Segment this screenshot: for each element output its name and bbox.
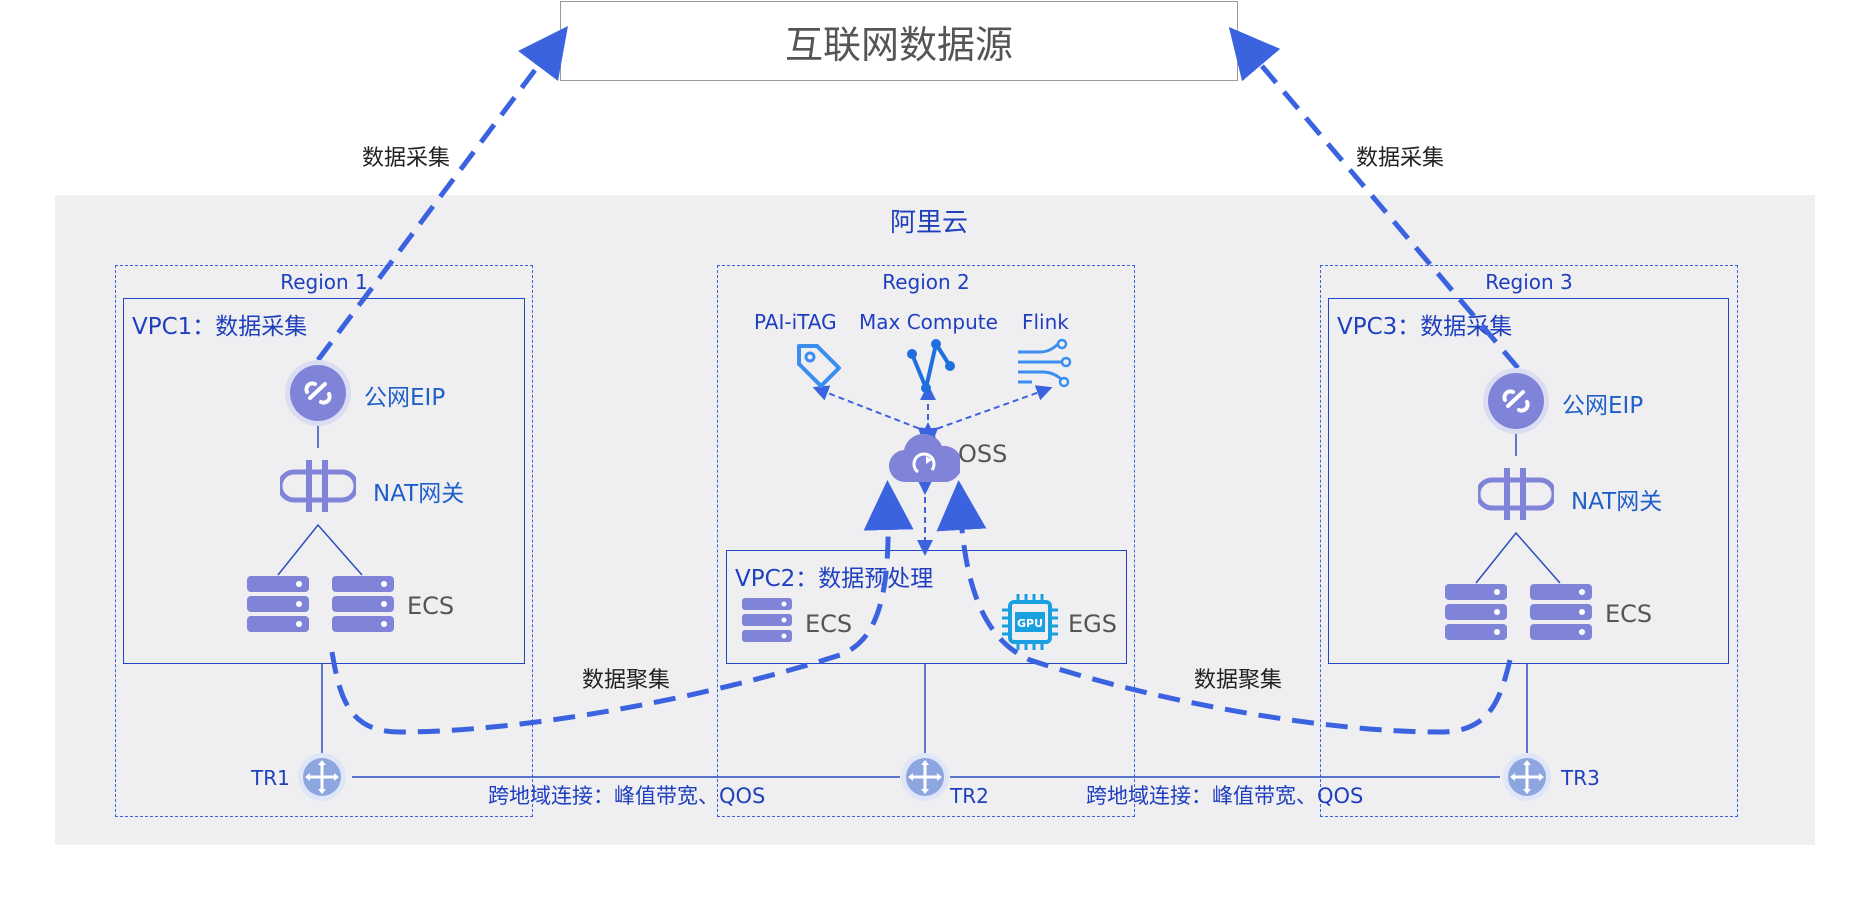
router-icon <box>298 753 346 801</box>
region-1-label: Region 1 <box>280 270 368 294</box>
vpc-1-label: VPC1：数据采集 <box>132 314 308 340</box>
flink-icon <box>1018 338 1072 388</box>
server-icon <box>332 576 394 632</box>
collect-label-left: 数据采集 <box>362 146 451 171</box>
internet-data-source-box: 互联网数据源 <box>560 1 1238 81</box>
ecs-label-3: ECS <box>1605 600 1653 628</box>
region-2-label: Region 2 <box>882 270 970 294</box>
oss-cloud-icon <box>889 433 960 483</box>
service-label-pai: PAI-iTAG <box>754 310 837 334</box>
router-icon <box>901 753 949 801</box>
vpc-2-label: VPC2：数据预处理 <box>735 566 934 592</box>
tr-label-1: TR1 <box>251 766 290 790</box>
service-label-flink: Flink <box>1022 310 1069 334</box>
region-3: Region 3 <box>1320 265 1738 817</box>
egs-label: EGS <box>1068 610 1117 638</box>
gpu-chip-icon: GPU <box>1002 594 1058 650</box>
eip-icon <box>285 360 351 426</box>
eip-icon <box>1483 368 1549 434</box>
nat-label-3: NAT网关 <box>1571 489 1663 515</box>
collect-label-right: 数据采集 <box>1356 146 1445 171</box>
server-icon <box>1530 584 1592 640</box>
router-icon <box>1503 753 1551 801</box>
aggregate-label-right: 数据聚集 <box>1194 668 1283 693</box>
cross-region-label-right: 跨地域连接：峰值带宽、QOS <box>1086 784 1364 808</box>
collect-arrow-right <box>1228 26 1520 370</box>
eip-label-1: 公网EIP <box>364 385 446 411</box>
tag-icon <box>797 344 841 388</box>
tr-label-2: TR2 <box>950 784 989 808</box>
server-icon <box>247 576 309 632</box>
ecs-label-2: ECS <box>805 610 853 638</box>
server-icon <box>1445 584 1507 640</box>
region-3-label: Region 3 <box>1485 270 1573 294</box>
vpc-1: VPC1：数据采集 <box>123 298 525 664</box>
service-label-maxcompute: Max Compute <box>859 310 998 334</box>
collect-arrow-left <box>315 25 568 362</box>
aggregate-arrow-left <box>329 480 914 735</box>
eip-label-3: 公网EIP <box>1562 393 1644 419</box>
aggregate-arrow-right <box>936 480 1513 735</box>
nat-label-1: NAT网关 <box>373 481 465 507</box>
aggregate-label-left: 数据聚集 <box>582 668 671 693</box>
maxcompute-icon <box>907 338 955 394</box>
nat-gateway-icon <box>280 460 356 512</box>
region-2: Region 2 <box>717 265 1135 817</box>
nat-gateway-icon <box>1478 468 1554 520</box>
ecs-label-1: ECS <box>407 592 455 620</box>
tr-label-3: TR3 <box>1561 766 1600 790</box>
server-icon <box>742 598 792 642</box>
oss-label: OSS <box>958 440 1008 468</box>
svg-text:GPU: GPU <box>1017 617 1043 630</box>
cloud-label: 阿里云 <box>890 208 969 238</box>
region-1: Region 1 <box>115 265 533 817</box>
cross-region-label-left: 跨地域连接：峰值带宽、QOS <box>488 784 766 808</box>
